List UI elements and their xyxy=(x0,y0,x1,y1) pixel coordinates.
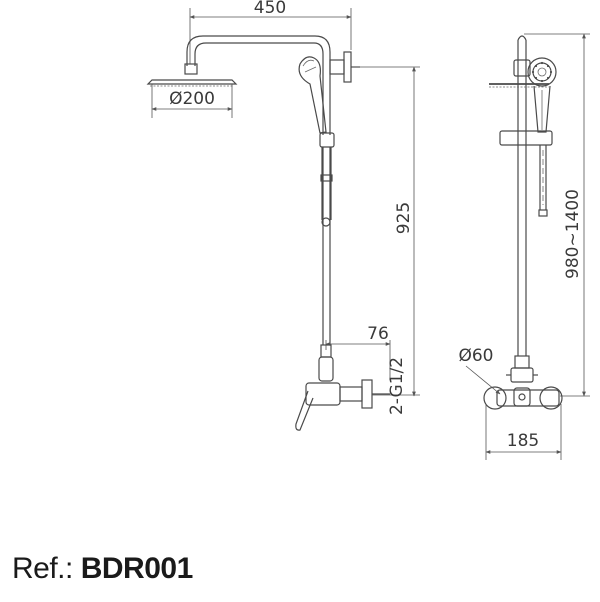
dim-center-distance: 185 xyxy=(485,404,562,460)
mixer-valve xyxy=(295,344,420,431)
front-mixer xyxy=(483,355,563,410)
label-total-height: 980~1400 xyxy=(563,189,583,279)
label-head-height: 925 xyxy=(394,202,414,234)
label-flange-diameter: Ø60 xyxy=(458,346,493,366)
reference-code: BDR001 xyxy=(80,552,194,585)
shower-arm xyxy=(186,35,331,135)
reference-prefix: Ref.: xyxy=(12,552,73,585)
side-view: 450 Ø200 xyxy=(146,0,420,431)
dim-offset: 76 xyxy=(325,324,391,380)
front-hand-shower xyxy=(527,57,557,133)
front-head-shower xyxy=(489,83,549,88)
dim-head-height: 925 xyxy=(394,66,416,397)
dim-flange-diameter: Ø60 xyxy=(458,346,501,395)
label-offset: 76 xyxy=(367,324,389,344)
dim-arm-reach: 450 xyxy=(189,0,352,64)
label-center-distance: 185 xyxy=(507,431,539,451)
front-top-bracket xyxy=(513,59,531,77)
label-head-diameter: Ø200 xyxy=(169,89,215,109)
front-riser xyxy=(517,35,527,356)
head-shower: Ø200 xyxy=(146,63,238,118)
riser-rail xyxy=(322,147,331,345)
slider xyxy=(319,132,335,227)
label-connection: 2-G1/2 xyxy=(387,357,407,415)
front-view: 980~1400 xyxy=(458,33,590,460)
label-arm-reach: 450 xyxy=(254,0,286,18)
dim-total-height: 980~1400 xyxy=(524,33,590,397)
reference-label: Ref.: BDR001 xyxy=(12,552,193,586)
hand-shower xyxy=(298,56,327,134)
top-wall-bracket xyxy=(329,51,420,83)
front-slider xyxy=(499,130,553,217)
